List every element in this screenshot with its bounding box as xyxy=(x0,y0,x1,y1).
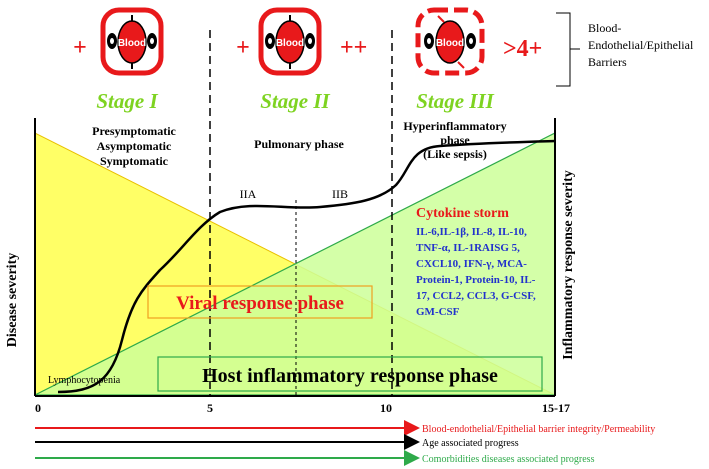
cytokine-line-2: TNF-α, IL-1RAISG 5, xyxy=(416,242,520,254)
stage1-barrier-sign: + xyxy=(73,35,87,61)
barrier-icon-stage2 xyxy=(258,7,322,76)
cytokine-line-5: 17, CCL2, CCL3, G-CSF, xyxy=(416,290,536,302)
barrier-icon-stage1 xyxy=(100,7,164,76)
stage2-barrier-sign-left: + xyxy=(236,35,250,61)
tick-5: 5 xyxy=(207,401,213,415)
tick-10: 10 xyxy=(380,401,392,415)
stage3-title: Stage III xyxy=(416,89,494,113)
stage3-desc-2: phase xyxy=(440,133,470,147)
cytokine-line-6: GM-CSF xyxy=(416,306,460,318)
stage1-desc-1: Presymptomatic xyxy=(92,124,176,138)
subphase-iia: IIA xyxy=(240,187,257,201)
blood-label-3: Blood xyxy=(436,38,464,49)
stage3-barrier-sign: >4+ xyxy=(503,36,542,62)
viral-response-box xyxy=(147,285,373,319)
cytokine-storm-title: Cytokine storm xyxy=(416,206,509,221)
stage3-desc-3: (Like sepsis) xyxy=(423,147,487,161)
barrier-icon-stage3 xyxy=(415,7,485,76)
barrier-legend-bracket xyxy=(556,12,580,87)
age-progress-label: Age associated progress xyxy=(422,438,519,449)
barrier-legend-line3: Barriers xyxy=(588,55,627,69)
barrier-legend-line1: Blood- xyxy=(588,21,621,35)
subphase-iib: IIB xyxy=(332,187,348,201)
cytokine-line-4: Protein-1, Protein-10, IL- xyxy=(416,274,536,286)
stage2-title: Stage II xyxy=(260,89,330,113)
right-axis-title: Inflammatory response severity xyxy=(561,170,576,360)
host-response-label: Host inflammatory response phase xyxy=(202,365,498,387)
stage1-title: Stage I xyxy=(96,89,158,113)
blood-label-1: Blood xyxy=(118,38,146,49)
barrier-legend-line2: Endothelial/Epithelial xyxy=(588,38,694,52)
cytokine-line-3: CXCL10, IFN-γ, MCA- xyxy=(416,258,527,270)
host-response-box xyxy=(157,356,543,392)
comorbidity-progress-label: Comorbidities diseases associated progre… xyxy=(422,454,595,465)
lymphocytopenia-label: Lymphocytopenia xyxy=(48,375,121,386)
cytokine-line-1: IL-6,IL-1β, IL-8, IL-10, xyxy=(416,226,527,238)
stage1-desc-2: Asymptomatic xyxy=(97,139,172,153)
stage2-desc-1: Pulmonary phase xyxy=(254,137,344,151)
tick-0: 0 xyxy=(35,401,41,415)
barrier-progress-label: Blood-endothelial/Epithelial barrier int… xyxy=(422,424,655,435)
stage3-desc-1: Hyperinflammatory xyxy=(403,119,506,133)
disease-severity-curve xyxy=(57,139,556,394)
tick-15-17: 15-17 xyxy=(542,401,570,415)
left-axis-title: Disease severity xyxy=(5,253,20,347)
stage2-barrier-sign-right: ++ xyxy=(340,35,367,61)
stage1-desc-3: Symptomatic xyxy=(100,154,169,168)
viral-response-label: Viral response phase xyxy=(176,293,344,314)
blood-label-2: Blood xyxy=(276,38,304,49)
